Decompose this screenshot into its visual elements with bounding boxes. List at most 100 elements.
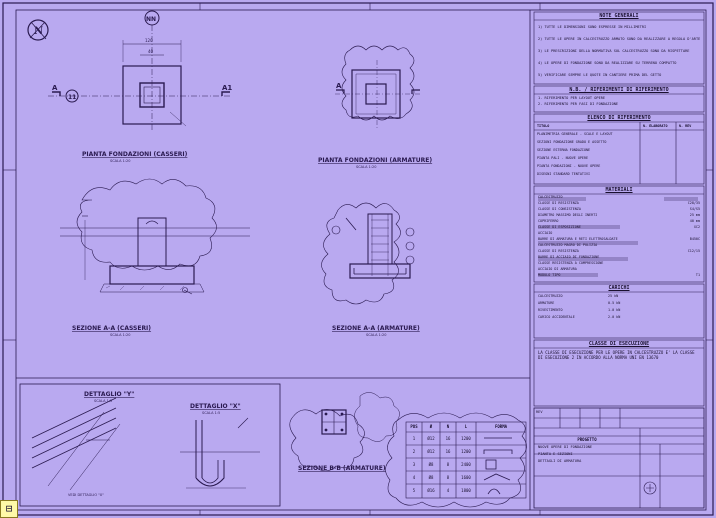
- rebar-cell: L: [464, 424, 468, 429]
- plan-rebar-title: PIANTA FONDAZIONI (ARMATURE): [318, 157, 432, 164]
- material-row: CALCESTRUZZO MAGRO DI PULIZIA: [538, 242, 700, 248]
- material-label: COPRIFERRO: [538, 219, 559, 223]
- notes-materials-title: MATERIALI: [605, 187, 633, 193]
- docs-cell: [640, 130, 676, 138]
- material-row: ACCIAIO: [538, 230, 700, 236]
- notes-general-title: NOTE GENERALI: [599, 13, 639, 19]
- material-label: BARRE DI ARMATURA E RETI ELETTROSALDATE: [538, 237, 618, 241]
- material-value: 25 mm: [689, 213, 700, 217]
- docs-cell: [676, 138, 704, 146]
- load-value: 0.5 kN: [608, 301, 621, 305]
- material-row: BARRE DI ACCIAIO DI FONDAZIONE: [538, 254, 700, 260]
- rebar-cell: POS: [410, 424, 418, 429]
- docs-cell: [640, 162, 676, 170]
- rebar-cell: [476, 432, 526, 445]
- material-label: CLASSE DI ESPOSIZIONE: [538, 225, 581, 229]
- docs-cell: [676, 154, 704, 162]
- material-label: CALCESTRUZZO MAGRO DI PULIZIA: [538, 243, 598, 247]
- title-block-company: PROGETTO: [577, 437, 597, 442]
- docs-cell: N. REV: [679, 124, 692, 128]
- material-value: C12/15: [687, 249, 700, 253]
- docs-cell: SEZIONE ESTERNA FONDAZIONE: [537, 148, 591, 152]
- detail-x: [180, 417, 260, 489]
- notes-panel: [533, 11, 705, 509]
- axis-label-11: 11: [68, 94, 76, 101]
- material-label: ACCIAIO DI ARMATURA: [538, 267, 577, 271]
- rebar-cell: 1800: [461, 488, 471, 493]
- dim-label-1: 120: [145, 38, 153, 43]
- material-row: CALCESTRUZZO: [538, 194, 700, 200]
- docs-cell: PIANTA PALI - NUOVE OPERE: [537, 156, 589, 160]
- docs-cell: [640, 146, 676, 154]
- title-block-line1: NUOVE OPERE DI FONDAZIONE: [538, 445, 593, 449]
- material-row: DIAMETRO MASSIMO DEGLI INERTI 25 mm: [538, 212, 700, 218]
- rebar-cell: 1600: [461, 475, 471, 480]
- docs-row: DISEGNI STANDARD TENTATIVI: [534, 170, 704, 178]
- material-value: C28/35: [687, 201, 700, 205]
- material-row: ACCIAIO DI ARMATURA: [538, 266, 700, 272]
- notes-class: CLASSE DI ESECUZIONE LA CLASSE DI ESECUZ…: [534, 340, 704, 362]
- plan-foundation-title: PIANTA FONDAZIONI (CASSERI): [82, 151, 188, 158]
- docs-cell: [676, 162, 704, 170]
- rebar-cell: 4: [446, 488, 450, 493]
- material-value: XC2: [693, 225, 700, 229]
- note-line: 5) VERIFICARE SEMPRE LE QUOTE IN CANTIER…: [538, 73, 662, 77]
- rebar-cell: Ø12: [427, 436, 435, 441]
- material-value: S4/S5: [689, 207, 700, 211]
- rebar-cell: 2400: [461, 462, 471, 467]
- material-label: CLASSE DI RESISTENZA: [538, 201, 579, 205]
- rebar-cell: [476, 458, 526, 471]
- corner-tag-icon[interactable]: ⊟: [0, 500, 18, 518]
- notes-docs-title: ELENCO DI RIFERIMENTO: [587, 115, 651, 121]
- rebar-cell: N: [446, 424, 450, 429]
- docs-row: PIANTA FONDAZIONI - NUOVE OPERE: [534, 162, 704, 170]
- material-label: MODULO TIPO: [538, 273, 561, 277]
- docs-cell: TITOLO: [537, 124, 550, 128]
- material-row: CLASSE DI ESPOSIZIONE XC2: [538, 224, 700, 230]
- rebar-cell: 3: [412, 462, 416, 467]
- material-value: 40 mm: [689, 219, 700, 223]
- docs-cell: [676, 170, 704, 178]
- company-logo-icon: [643, 481, 657, 495]
- load-value: 25 kN: [608, 294, 619, 298]
- section-aa-scale: SCALA 1:20: [110, 333, 130, 337]
- notes-refs: N.B. / RIFERIMENTI DI RIFERIMENTO 1. RIF…: [534, 86, 704, 108]
- docs-row: SEZIONE ESTERNA FONDAZIONE: [534, 146, 704, 154]
- material-row: CLASSE DI RESISTENZA C28/35: [538, 200, 700, 206]
- rebar-cell: Ø16: [427, 488, 435, 493]
- rebar-schedule-table: [405, 421, 527, 499]
- docs-cell: [676, 146, 704, 154]
- docs-cell: [676, 130, 704, 138]
- rebar-cell: Ø12: [427, 449, 435, 454]
- axis-label-nn: NN: [146, 16, 156, 23]
- detail-y-scale: SCALA 1:5: [94, 399, 112, 403]
- docs-cell: [640, 170, 676, 178]
- rebar-cell: Ø: [429, 424, 433, 429]
- section-aa-casseri: [60, 178, 250, 295]
- docs-cell: DISEGNI STANDARD TENTATIVI: [537, 172, 591, 176]
- notes-general-lines: 1) TUTTE LE DIMENSIONI SONO ESPRESSE IN …: [534, 20, 704, 82]
- load-label: CALCESTRUZZO: [538, 294, 563, 298]
- north-label: N: [34, 26, 43, 37]
- material-label: DIAMETRO MASSIMO DEGLI INERTI: [538, 213, 598, 217]
- rebar-cell: 8: [446, 462, 450, 467]
- rebar-cell: 16: [445, 436, 451, 441]
- material-row: CLASSE RESISTENZA A COMPRESSIONE: [538, 260, 700, 266]
- material-label: CLASSE RESISTENZA A COMPRESSIONE: [538, 261, 604, 265]
- section-aa-title: SEZIONE A-A (CASSERI): [72, 325, 151, 332]
- rebar-cell: 8: [446, 475, 450, 480]
- note-line: 3) LE PRESCRIZIONI DELLA NORMATIVA SUL C…: [538, 49, 690, 53]
